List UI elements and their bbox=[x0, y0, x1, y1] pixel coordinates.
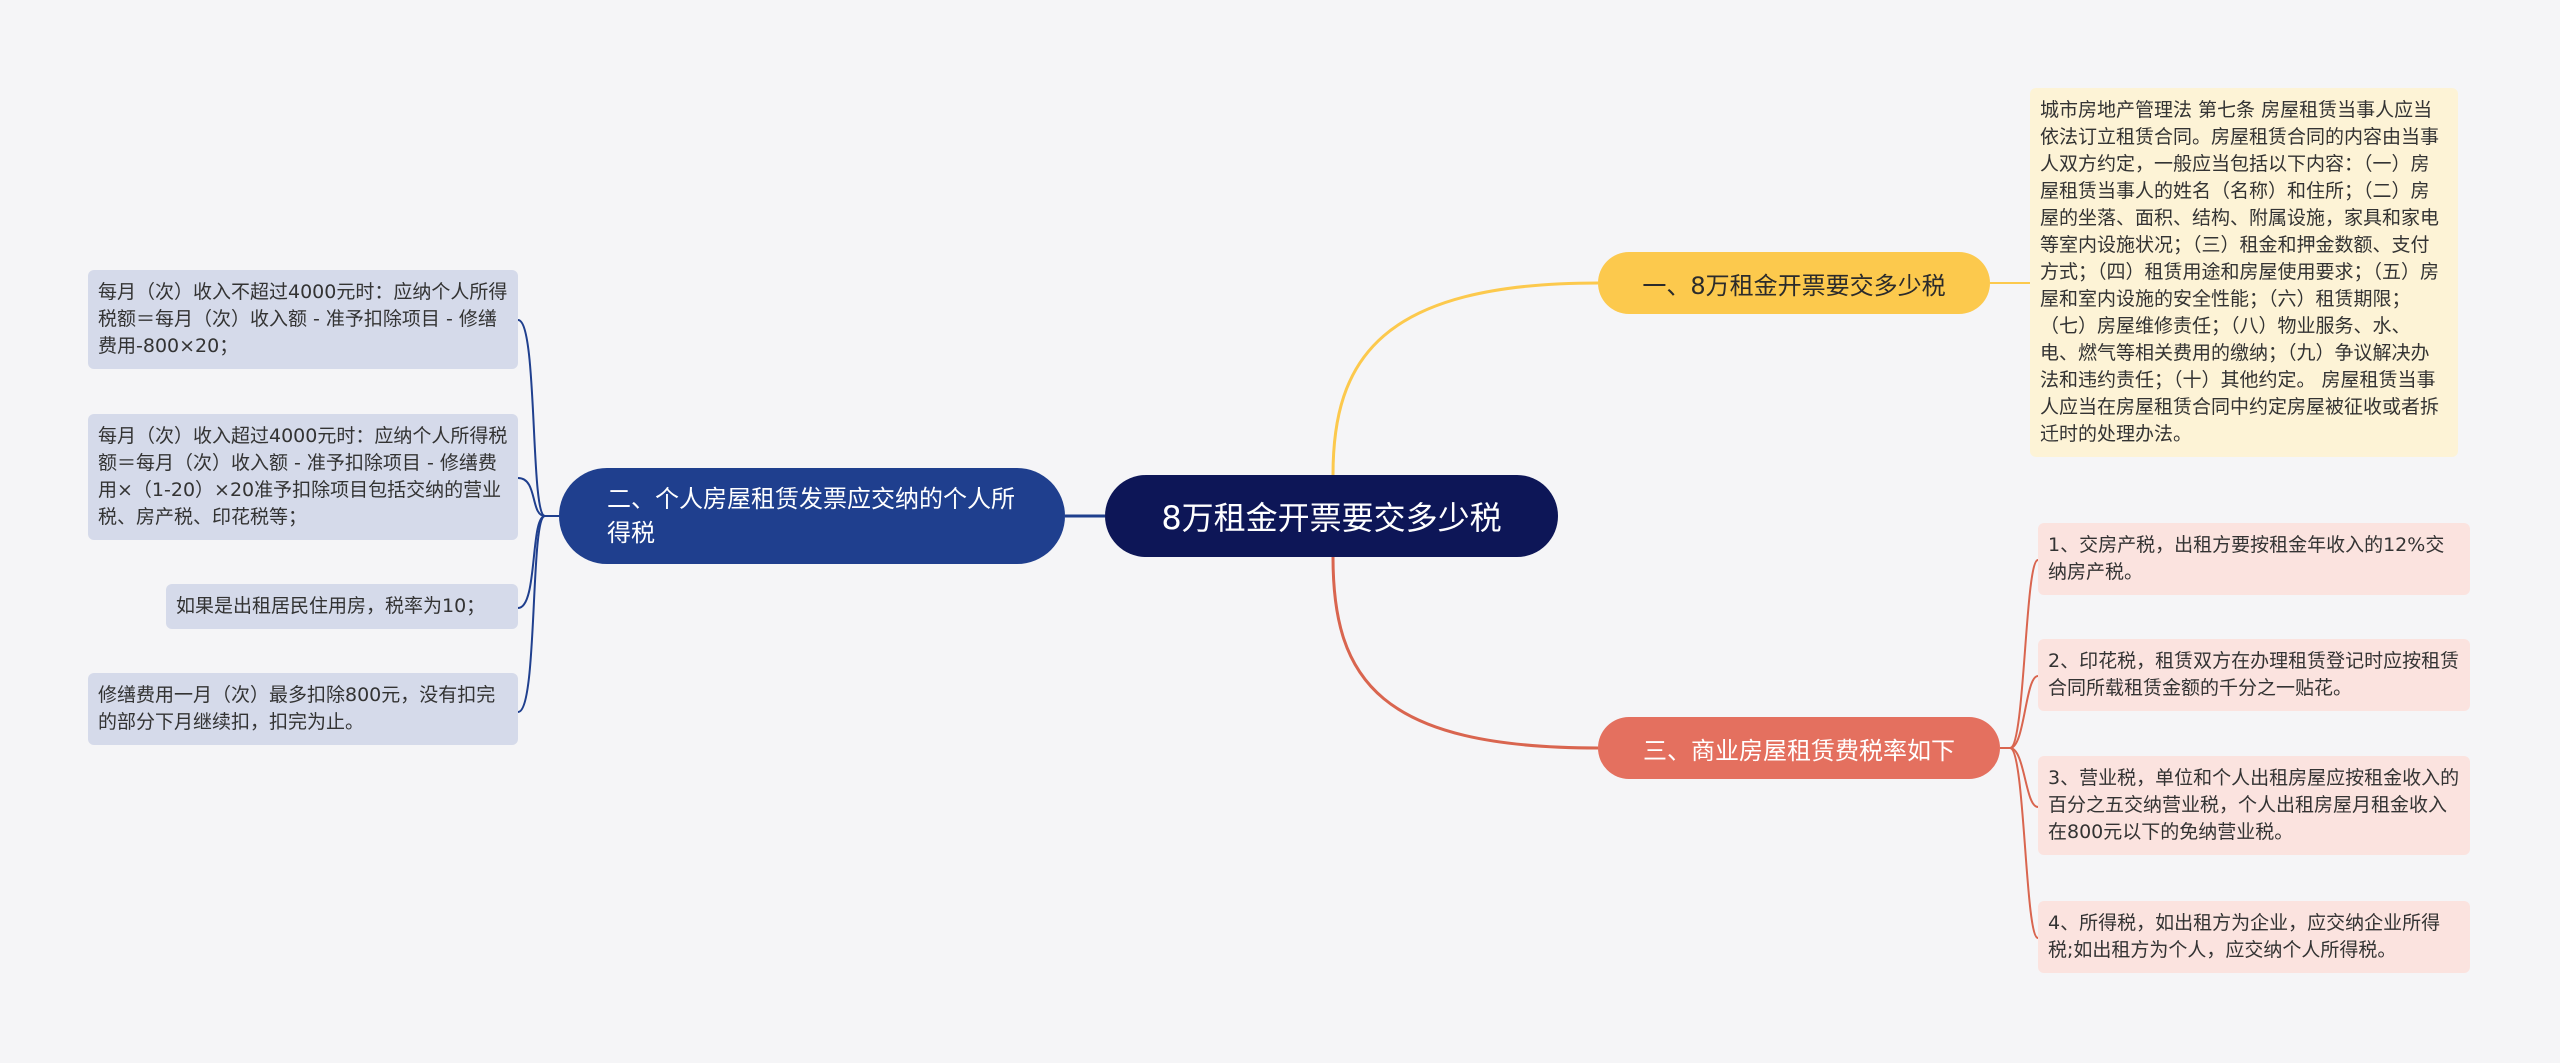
branch-2-leaf-3-text: 如果是出租居民住用房，税率为10； bbox=[176, 595, 486, 617]
branch-2-topic[interactable]: 二、个人房屋租赁发票应交纳的个人所得税 bbox=[559, 468, 1065, 564]
branch-1-leaf-1-text: 城市房地产管理法 第七条 房屋租赁当事人应当依法订立租赁合同。房屋租赁合同的内容… bbox=[2040, 99, 2440, 445]
branch-3-leaf-2-text: 2、印花税，租赁双方在办理租赁登记时应按租赁合同所载租赁金额的千分之一贴花。 bbox=[2048, 650, 2460, 699]
branch-2-leaf-2[interactable]: 每月（次）收入超过4000元时：应纳个人所得税额＝每月（次）收入额 - 准予扣除… bbox=[88, 414, 518, 540]
branch-2-leaf-3[interactable]: 如果是出租居民住用房，税率为10； bbox=[166, 584, 518, 629]
branch-3-leaf-1[interactable]: 1、交房产税，出租方要按租金年收入的12%交纳房产税。 bbox=[2038, 523, 2470, 595]
branch-3-leaf-1-text: 1、交房产税，出租方要按租金年收入的12%交纳房产税。 bbox=[2048, 534, 2445, 583]
link-b2-leaf4 bbox=[517, 515, 559, 713]
branch-1-leaf-1[interactable]: 城市房地产管理法 第七条 房屋租赁当事人应当依法订立租赁合同。房屋租赁合同的内容… bbox=[2030, 88, 2458, 457]
link-root-b3 bbox=[1331, 556, 1599, 750]
branch-2-leaf-1-text: 每月（次）收入不超过4000元时：应纳个人所得税额＝每月（次）收入额 - 准予扣… bbox=[98, 281, 508, 357]
branch-2-leaf-4[interactable]: 修缮费用一月（次）最多扣除800元，没有扣完的部分下月继续扣，扣完为止。 bbox=[88, 673, 518, 745]
branch-1-topic[interactable]: 一、8万租金开票要交多少税 bbox=[1598, 252, 1990, 314]
branch-3-leaf-4[interactable]: 4、所得税，如出租方为企业，应交纳企业所得税;如出租方为个人，应交纳个人所得税。 bbox=[2038, 901, 2470, 973]
branch-1-label: 一、8万租金开票要交多少税 bbox=[1642, 271, 1946, 300]
branch-3-leaf-2[interactable]: 2、印花税，租赁双方在办理租赁登记时应按租赁合同所载租赁金额的千分之一贴花。 bbox=[2038, 639, 2470, 711]
branch-3-leaf-3-text: 3、营业税，单位和个人出租房屋应按租金收入的百分之五交纳营业税，个人出租房屋月租… bbox=[2048, 767, 2460, 843]
root-topic[interactable]: 8万租金开票要交多少税 bbox=[1105, 475, 1558, 557]
branch-3-leaf-3[interactable]: 3、营业税，单位和个人出租房屋应按租金收入的百分之五交纳营业税，个人出租房屋月租… bbox=[2038, 756, 2470, 855]
link-b3-leaf4 bbox=[2000, 747, 2039, 939]
link-root-b1 bbox=[1331, 281, 1599, 476]
root-topic-label: 8万租金开票要交多少税 bbox=[1161, 499, 1502, 537]
link-b2-leaf1 bbox=[517, 319, 559, 517]
branch-3-leaf-4-text: 4、所得税，如出租方为企业，应交纳企业所得税;如出租方为个人，应交纳个人所得税。 bbox=[2048, 912, 2441, 961]
link-b3-leaf1 bbox=[2000, 559, 2039, 749]
branch-3-topic[interactable]: 三、商业房屋租赁费税率如下 bbox=[1598, 717, 2000, 779]
branch-2-leaf-2-text: 每月（次）收入超过4000元时：应纳个人所得税额＝每月（次）收入额 - 准予扣除… bbox=[98, 425, 508, 528]
branch-2-label: 二、个人房屋租赁发票应交纳的个人所得税 bbox=[607, 485, 1015, 547]
branch-3-label: 三、商业房屋租赁费税率如下 bbox=[1643, 736, 1955, 765]
branch-2-leaf-4-text: 修缮费用一月（次）最多扣除800元，没有扣完的部分下月继续扣，扣完为止。 bbox=[98, 684, 496, 733]
branch-2-leaf-1[interactable]: 每月（次）收入不超过4000元时：应纳个人所得税额＝每月（次）收入额 - 准予扣… bbox=[88, 270, 518, 369]
